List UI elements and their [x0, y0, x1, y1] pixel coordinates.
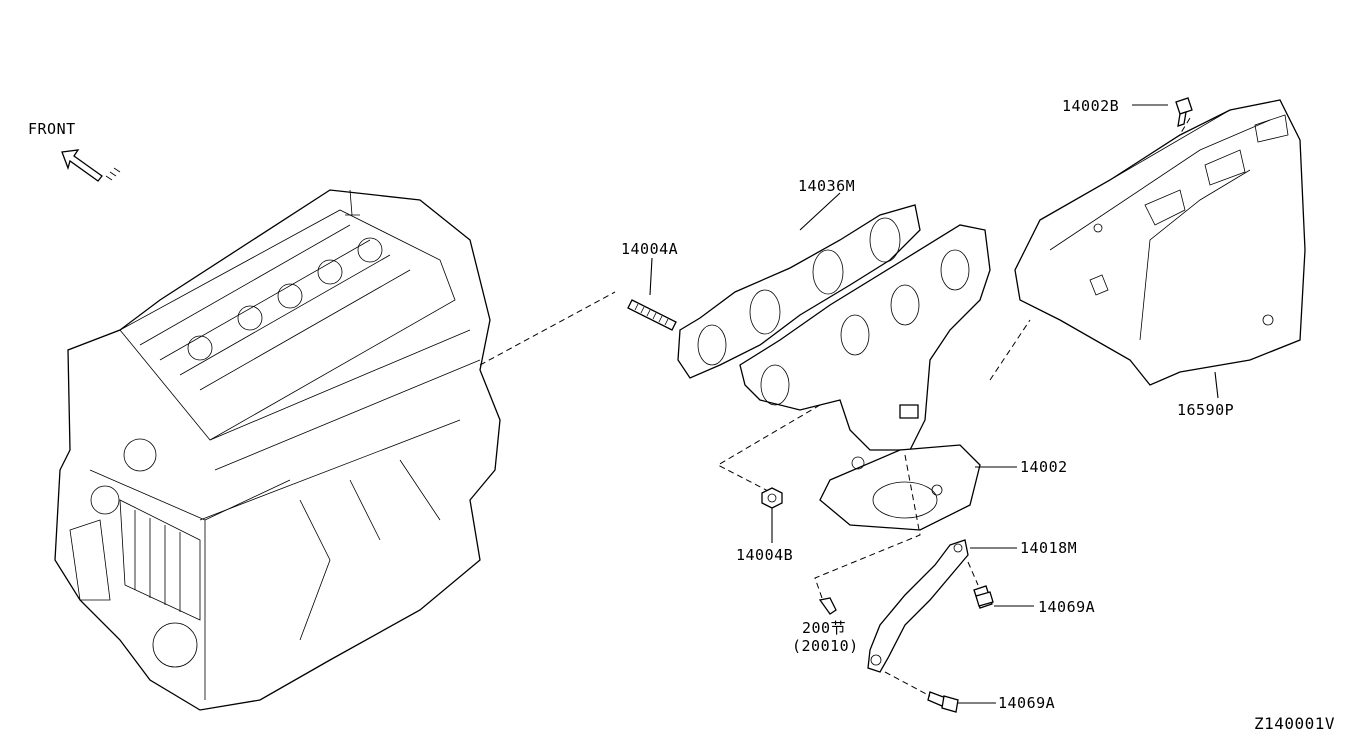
callout-14004b: 14004B — [736, 546, 794, 564]
ref-code-label[interactable]: (20010) — [792, 637, 859, 655]
ref-section-label[interactable]: 200节 — [802, 619, 847, 637]
callout-14069a-lower: 14069A — [998, 694, 1056, 712]
bolt-14069a-upper — [973, 585, 994, 609]
callout-16590p: 16590P — [1177, 401, 1235, 419]
stud-14004a — [627, 299, 677, 331]
front-arrow-icon — [61, 149, 121, 182]
callout-14069a-upper: 14069A — [1038, 598, 1096, 616]
diagram-id: Z140001V — [1254, 714, 1336, 733]
callout-14036m: 14036M — [798, 177, 856, 195]
nut-14004b — [761, 487, 783, 509]
bracket-14018m — [867, 539, 969, 673]
heat-shield-16590p — [1014, 99, 1306, 386]
ref-arrow-icon — [818, 597, 837, 615]
bolt-14069a-lower — [927, 691, 959, 713]
callout-14018m: 14018M — [1020, 539, 1078, 557]
callout-14002: 14002 — [1020, 458, 1068, 476]
manifold-14002 — [739, 224, 991, 531]
engine-block — [54, 189, 501, 711]
callout-14002b: 14002B — [1062, 97, 1120, 115]
bolt-14002b — [1175, 97, 1193, 127]
callout-14004a: 14004A — [621, 240, 679, 258]
front-label: FRONT — [28, 120, 76, 138]
gasket-14036m — [677, 204, 921, 379]
